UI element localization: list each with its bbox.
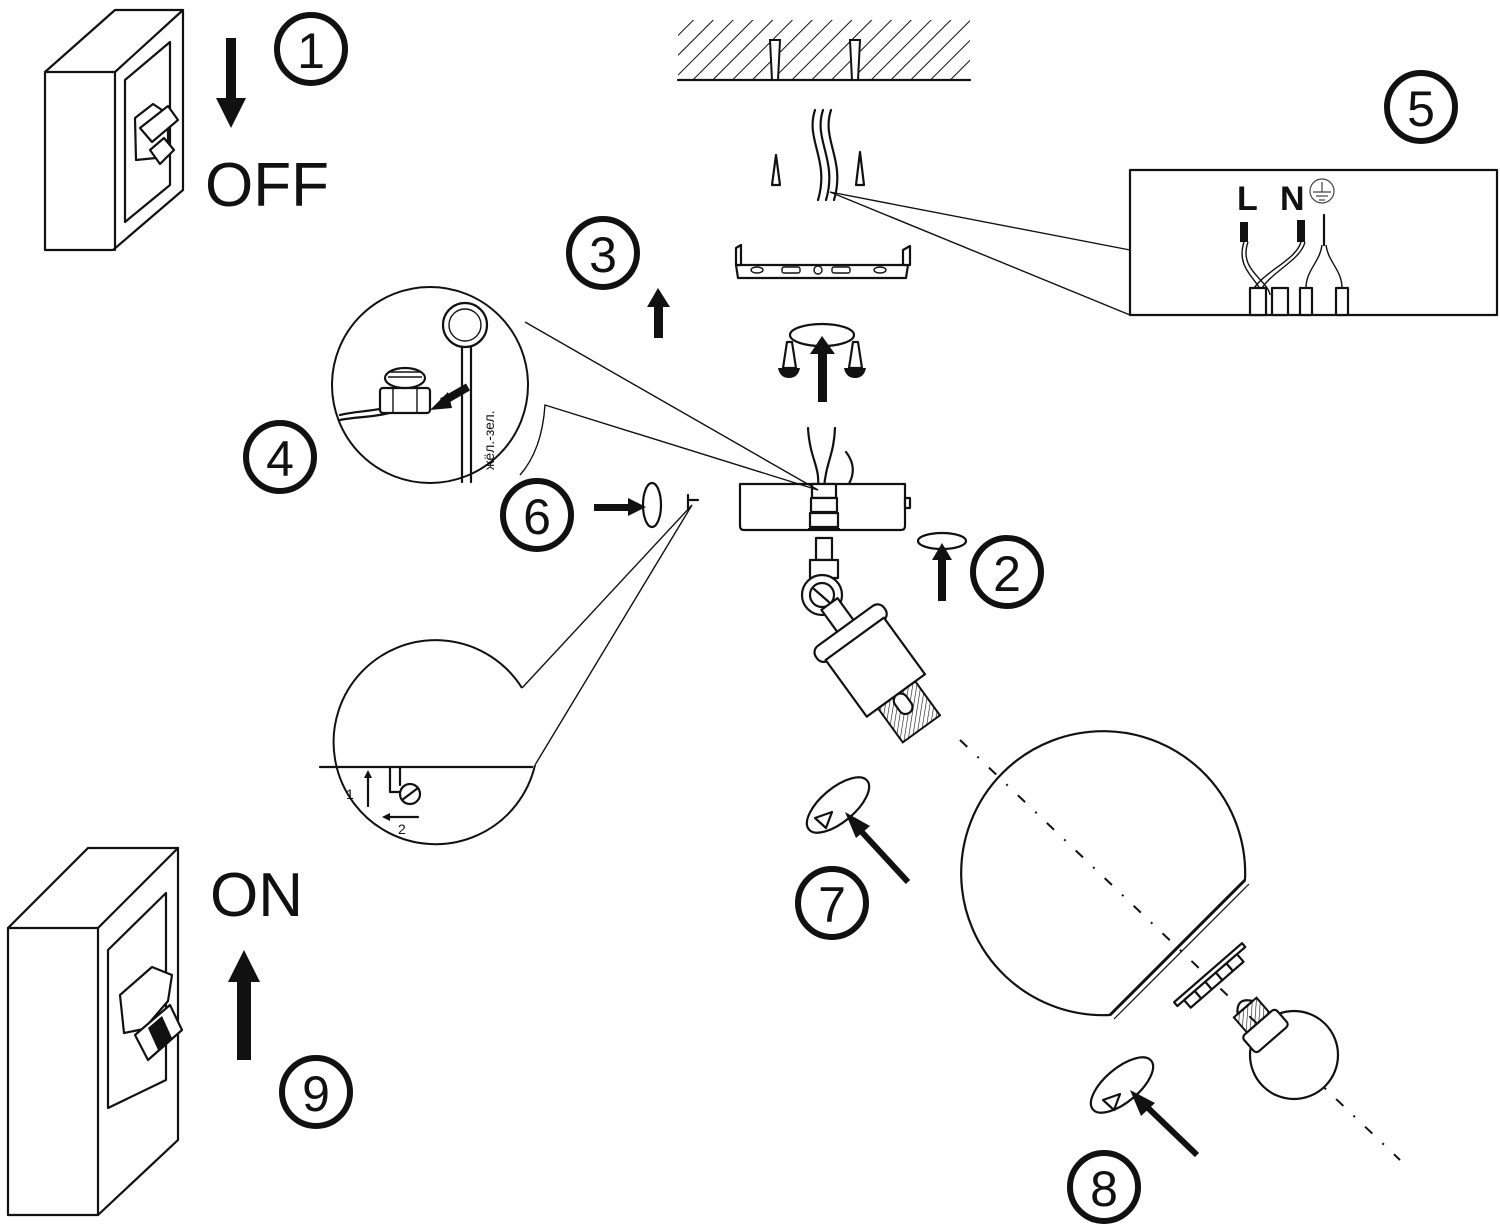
canopy	[738, 426, 912, 532]
earth-ground-icon	[1309, 178, 1335, 204]
step-4-number: 4	[266, 431, 294, 487]
arrow-icon	[845, 812, 911, 885]
mounting-bracket-icon	[734, 243, 912, 280]
detail-step-2-label: 2	[398, 821, 406, 837]
step-9-badge: 9	[279, 1055, 353, 1129]
step-5-number: 5	[1407, 81, 1435, 137]
wall-switch-off-icon	[43, 8, 185, 252]
step-2-socket: 2	[800, 531, 1044, 744]
arrow-up-icon	[810, 336, 835, 402]
step-3-bracket: 3	[566, 216, 912, 402]
step-5-wiring: L N 5	[1128, 70, 1499, 317]
rotate-icon	[641, 481, 663, 529]
glass-shade	[960, 730, 1250, 1020]
rotate-icon	[805, 776, 871, 834]
step-7-number: 7	[818, 877, 846, 933]
ceiling-wires	[770, 108, 1131, 316]
step-5-badge: 5	[1384, 70, 1458, 144]
step-7-badge: 7	[795, 866, 869, 940]
arrow-icon	[430, 383, 470, 410]
step-2-badge: 2	[970, 535, 1044, 609]
step-3-badge: 3	[566, 216, 640, 290]
rotate-icon	[1089, 1056, 1155, 1114]
earth-wire-label: жёл.-зел.	[481, 410, 497, 470]
arrow-up-icon	[932, 543, 952, 601]
arrow-up-icon	[647, 288, 670, 338]
step-6-canopy-screw: 6 1 2	[318, 478, 700, 846]
step-6-badge: 6	[500, 478, 574, 552]
step-1-badge: 1	[274, 12, 348, 86]
screw-icon	[844, 340, 866, 378]
step-6-number: 6	[523, 489, 551, 545]
neutral-label: N	[1280, 180, 1305, 218]
detail-arrow-left-icon	[382, 813, 420, 821]
screw-head-icon	[398, 782, 422, 806]
on-label: ON	[210, 861, 303, 930]
shade-ring	[1172, 942, 1247, 1009]
arrow-icon	[1130, 1090, 1200, 1158]
off-label: OFF	[205, 151, 329, 220]
step-8-shade-ring: 8	[1067, 1056, 1200, 1224]
step-4-earth-detail: жёл.-зел. 4	[243, 286, 819, 494]
arrow-up-icon	[228, 950, 260, 1060]
step-2-number: 2	[993, 546, 1021, 602]
wall-switch-on-icon	[6, 846, 184, 1217]
step-9-number: 9	[302, 1066, 330, 1122]
step-1-number: 1	[297, 23, 325, 79]
screw-icon	[778, 340, 800, 378]
live-label: L	[1237, 180, 1258, 218]
ceiling	[676, 20, 972, 82]
arrow-right-icon	[594, 498, 646, 516]
step-8-badge: 8	[1067, 1150, 1141, 1224]
step-7-ring: 7	[795, 776, 911, 940]
step-9-switch-on: ON 9	[6, 846, 353, 1217]
light-bulb-icon	[1232, 996, 1340, 1101]
step-1-switch-off: 1 OFF	[43, 8, 348, 252]
detail-arrow-up-icon	[364, 770, 372, 808]
step-3-number: 3	[589, 227, 617, 283]
detail-step-1-label: 1	[346, 786, 354, 802]
arrow-down-icon	[216, 38, 246, 128]
step-4-badge: 4	[243, 420, 317, 494]
step-8-number: 8	[1090, 1161, 1118, 1217]
assembly-axis	[959, 739, 1401, 1161]
